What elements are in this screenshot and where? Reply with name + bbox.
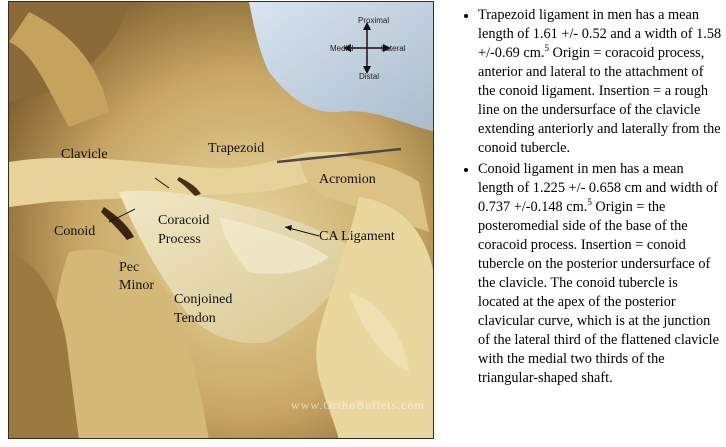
- label-minor: Minor: [119, 278, 154, 293]
- label-process: Process: [158, 232, 201, 247]
- label-trapezoid: Trapezoid: [208, 141, 265, 156]
- conoid-pointer: [108, 208, 136, 223]
- compass-proximal: Proximal: [358, 16, 390, 25]
- note-trapezoid: Trapezoid ligament in men has a mean len…: [478, 6, 722, 158]
- note-conoid-text: Conoid ligament in men has a mean length…: [478, 161, 718, 215]
- note-conoid-ref: 5: [587, 197, 592, 208]
- note-conoid-text-2: Origin = the posteromedial side of the b…: [478, 199, 719, 386]
- dissection-image: [9, 2, 433, 438]
- note-trapezoid-text-2: Origin = coracoid process, anterior and …: [478, 45, 721, 156]
- notes-list: Trapezoid ligament in men has a mean len…: [448, 6, 722, 390]
- note-conoid: Conoid ligament in men has a mean length…: [478, 160, 722, 388]
- watermark: www.OrthoBullets.com: [291, 398, 425, 412]
- compass-lateral: Lateral: [381, 44, 406, 53]
- label-tendon: Tendon: [174, 311, 216, 326]
- trapezoid-pointer: [154, 177, 170, 189]
- label-conjoined: Conjoined: [174, 292, 233, 307]
- label-coracoid: Coracoid: [158, 213, 210, 228]
- label-conoid: Conoid: [54, 224, 96, 239]
- note-trapezoid-text: Trapezoid ligament in men has a mean len…: [478, 7, 722, 61]
- label-ca-ligament: CA Ligament: [319, 229, 395, 244]
- note-trapezoid-ref: 5: [544, 43, 549, 54]
- compass-arrows-icon: [343, 22, 391, 74]
- compass-medial: Medial: [330, 44, 354, 53]
- compass-distal: Distal: [359, 72, 380, 81]
- label-acromion: Acromion: [319, 172, 376, 187]
- label-clavicle: Clavicle: [61, 147, 108, 162]
- label-pec: Pec: [119, 260, 140, 275]
- anatomy-photo: Proximal Distal Medial Lateral Clavicle …: [8, 1, 434, 439]
